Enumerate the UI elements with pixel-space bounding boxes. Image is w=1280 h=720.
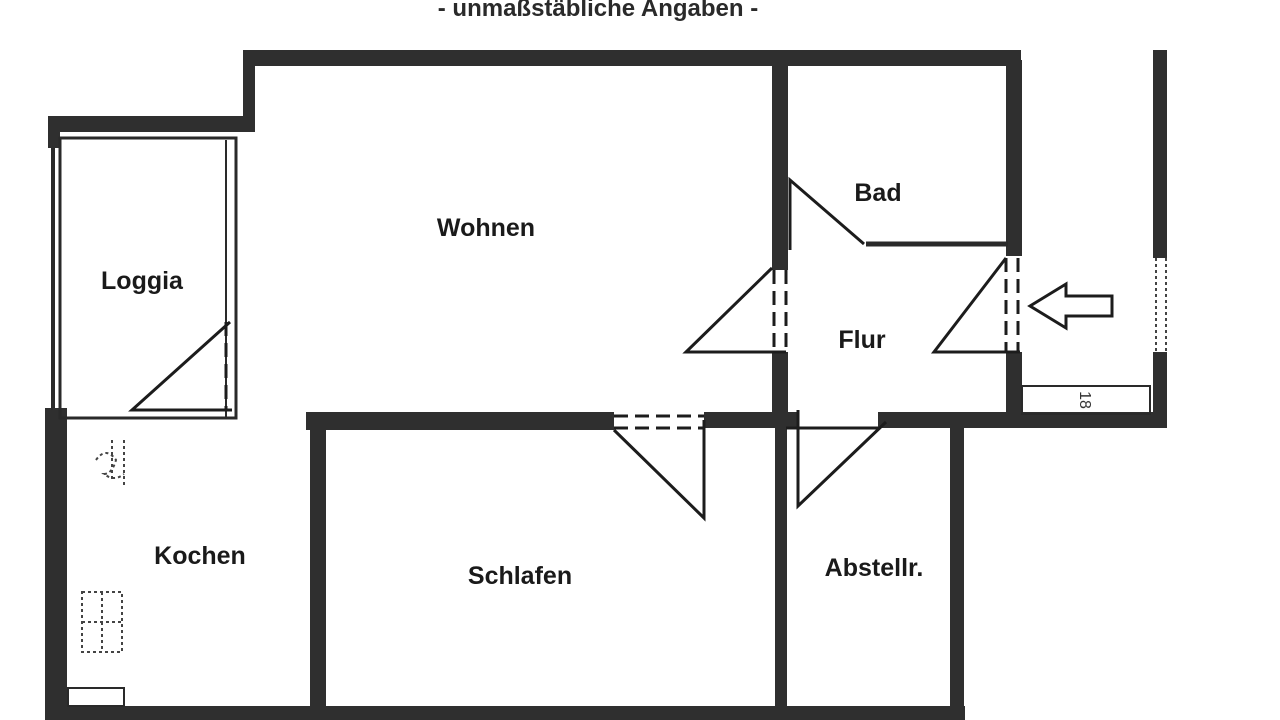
wall-left-upper <box>48 116 60 148</box>
wall-right-bad <box>1006 60 1022 256</box>
wall-far-right-lower <box>1153 352 1167 426</box>
meter-box <box>1021 385 1151 415</box>
wall-left-lower <box>45 408 67 720</box>
wall-flur-schlafen <box>704 412 798 428</box>
thin-lines <box>51 136 1167 420</box>
wall-right-flur <box>1006 352 1022 418</box>
wall-step-vertical <box>243 50 255 132</box>
room-label-schlafen: Schlafen <box>468 562 572 590</box>
stove-icon <box>81 591 123 653</box>
room-label-wohnen: Wohnen <box>437 214 535 242</box>
wall-wohnen-schlafen <box>306 412 614 430</box>
door-wohnen <box>682 266 786 354</box>
plan-caption: - unmaßstäbliche Angaben - <box>438 0 758 22</box>
room-label-abstellraum: Abstellr. <box>825 554 924 582</box>
kitchen-counter-end <box>67 687 125 707</box>
wall-abstell-right <box>950 412 964 720</box>
wall-wohnen-flur <box>772 352 788 418</box>
wall-bottom <box>45 706 965 720</box>
doors <box>128 176 1020 522</box>
door-bad <box>788 176 865 250</box>
door-loggia <box>128 320 232 412</box>
walls <box>45 50 1167 720</box>
entrance-arrow-icon <box>1027 281 1114 331</box>
meter-label: 18 <box>1076 391 1093 409</box>
door-schlafen <box>612 420 706 522</box>
room-label-bad: Bad <box>854 179 901 207</box>
room-label-loggia: Loggia <box>101 267 184 295</box>
door-entrance <box>930 257 1020 354</box>
door-abstellraum <box>796 410 888 510</box>
wall-far-right-upper <box>1153 50 1167 258</box>
room-label-flur: Flur <box>838 326 885 354</box>
sink-icon <box>95 440 125 488</box>
wall-schlafen-abstell <box>775 412 787 720</box>
wall-wohnen-bad <box>772 60 788 270</box>
wall-loggia-top <box>48 116 255 132</box>
wall-kochen-schlafen <box>310 412 326 720</box>
room-label-kochen: Kochen <box>154 542 246 570</box>
wall-top <box>243 50 1021 66</box>
